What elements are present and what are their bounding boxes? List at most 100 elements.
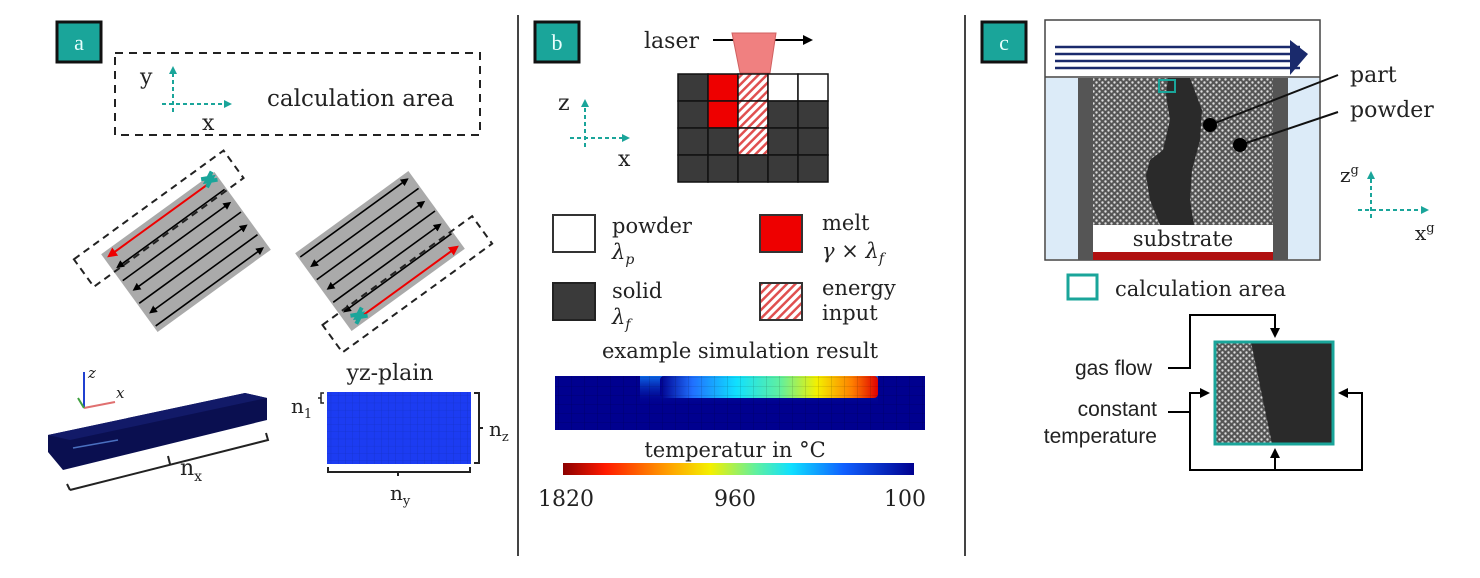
scan-track-arrow [155,247,265,327]
powder-leader-dot [1233,138,1247,152]
calculation-area-box [114,52,481,136]
scan-track-arrow [116,188,226,269]
axis-x-label: x [202,111,215,136]
gas-flow-label: gas flow [1075,357,1153,380]
part-leader-dot [1203,118,1217,132]
simulation-title: example simulation result [602,339,879,363]
calculation-cell-box [1213,340,1335,446]
panel-label: c [999,30,1009,55]
legend-solid-swatch [552,282,596,321]
grid-cell-solid [797,100,829,129]
constant-temperature-label-2: temperature [1044,425,1157,448]
colorbar-title: temperatur in °C [644,438,825,462]
part-leader [1209,74,1339,126]
axis3d-z-label: z [87,364,96,382]
simulation-bar-3d [48,393,267,470]
legend-energy-label-2: input [822,301,878,325]
panel-label-box [980,20,1028,64]
axis-zg-label: zg [1340,163,1359,187]
scan-track-arrow [149,234,258,314]
global-axes-icon [1358,171,1429,218]
laser-label: laser [644,29,699,54]
panel-c: c substrate part po [980,19,1435,471]
constant-temperature-label-1: constant [1078,398,1158,421]
panel-label: b [552,30,563,55]
grid-cell-solid [677,127,709,156]
scan-track-arrow [310,187,420,268]
legend-powder-label: powder [612,214,693,238]
scan-track-arrow [326,210,436,290]
panel-label-box [533,20,581,64]
powder-label: powder [1350,98,1434,123]
grid-cell-powder [767,73,799,102]
grid-cell-solid [677,73,709,102]
yz-plain-title: yz-plain [346,361,434,386]
scan-track-arrow [132,211,242,291]
gas-flow-arrows [1055,40,1308,75]
n1-label: n1 [291,394,312,422]
axis-x-label: x [618,147,631,172]
grid-cell-melt [707,100,739,129]
panel-b: b laser z x powder λp melt γ × λf solid … [533,20,926,512]
scan-track-arrow [122,201,232,282]
scan-track-arrow [316,200,426,281]
heating-plate [1093,252,1273,260]
legend-energy-swatch [759,282,803,321]
scan-track-arrow [343,233,452,313]
scan-track-arrow [332,223,442,303]
scan-pattern-left [72,149,271,332]
grid-cell-solid [797,154,829,183]
scan-track-arrow [299,178,409,258]
axis3d-x-label: x [116,384,125,402]
build-chamber: substrate [1044,19,1321,261]
grid-cell-melt [707,73,739,102]
grid-cell-solid [707,154,739,183]
grid-cell-energy [737,127,769,156]
ny-brace [327,467,471,476]
legend-melt-symbol: γ × λf [822,239,887,267]
grid-cell-solid [767,100,799,129]
colorbar-tick-mid: 960 [714,487,756,512]
bar-track [72,439,119,449]
cell-grid [677,73,829,183]
substrate-label: substrate [1133,227,1233,251]
colorbar [563,463,914,475]
temperature-connector-left [1189,388,1210,412]
bar-top-face [48,393,267,440]
laser-beam-icon [731,32,777,74]
strip-dashed-box [72,149,245,289]
red-scan-arrow [355,245,459,322]
grid-cell-solid [767,154,799,183]
panel-label-box [55,20,103,64]
grid-cell-energy [737,73,769,102]
legend-solid-label: solid [612,279,662,303]
calculation-area-label: calculation area [267,86,455,112]
xy-axes-icon [162,66,232,112]
panel-label: a [74,30,84,55]
nx-brace [66,432,270,491]
substrate [1093,225,1273,252]
teal-double-arrow-icon [200,170,218,189]
calc-area-legend-swatch [1066,273,1099,301]
grid-cell-solid [797,127,829,156]
ny-label: ny [390,481,411,509]
legend: powder λp melt γ × λf solid λf energy in… [552,211,896,333]
yz-plane-grid [327,392,471,464]
powder-leader [1239,111,1339,146]
axis-xg-label: xg [1415,221,1435,245]
legend-powder-symbol: λp [611,240,634,268]
colorbar-tick-min: 100 [884,487,926,512]
calc-area-legend-label: calculation area [1115,277,1286,301]
red-scan-arrow [107,181,211,258]
gas-flow-connector [1168,314,1280,369]
part-shape [1146,78,1202,225]
boundary-conditions-diagram [1168,314,1363,471]
grid-cell-powder [797,73,829,102]
simulation-heatmap [555,376,925,430]
teal-double-arrow-icon [350,306,368,325]
grid-cell-solid [677,100,709,129]
grid-cell-solid [737,154,769,183]
xz-axes-icon [570,99,630,147]
grid-cell-energy [737,100,769,129]
panel-a: a y x calculation area [48,20,509,509]
